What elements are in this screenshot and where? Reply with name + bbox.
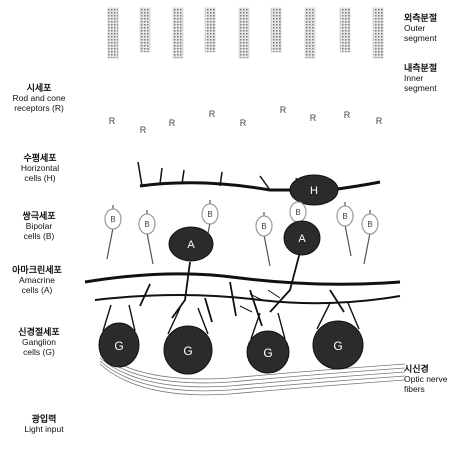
label-amacrine: 아마크린세포 Amacrine cells (A): [0, 266, 74, 296]
outer-segment-4: [205, 8, 215, 52]
outer-segment-7: [305, 8, 315, 58]
bipolar-letter-3: B: [207, 210, 212, 219]
receptor-r-6: R: [280, 105, 287, 115]
label-horizontal: 수평세포 Horizontal cells (H): [6, 154, 74, 184]
receptor-r-2: R: [140, 125, 147, 135]
outer-segment-2: [140, 8, 150, 52]
label-horizontal-en-2: cells (H): [6, 174, 74, 184]
horizontal-process-main: [140, 182, 380, 190]
label-outer-segment-en-2: segment: [404, 34, 437, 44]
outer-segment-1: [108, 8, 118, 58]
horizontal-cell-letter: H: [310, 185, 318, 197]
label-inner-segment-en-2: segment: [404, 84, 437, 94]
outer-segments: [108, 8, 383, 58]
label-bipolar: 쌍극세포 Bipolar cells (B): [6, 212, 72, 242]
receptor-r-1: R: [109, 116, 116, 126]
label-ganglion-en-2: cells (G): [4, 348, 74, 358]
ganglion-letter-2: G: [183, 344, 192, 358]
amacrine-process-lower: [95, 295, 400, 303]
label-bipolar-en-2: cells (B): [6, 232, 72, 242]
outer-segment-3: [173, 8, 183, 58]
receptor-r-3: R: [169, 118, 176, 128]
outer-segment-5: [239, 8, 249, 58]
bipolar-letter-7: B: [367, 220, 372, 229]
ganglion-letter-4: G: [333, 339, 342, 353]
outer-segment-8: [340, 8, 350, 52]
label-inner-segment: 내측분절 Inner segment: [404, 64, 437, 94]
label-light-input: 광입력 Light input: [14, 415, 74, 435]
receptor-r-5: R: [240, 118, 247, 128]
receptor-r-7: R: [310, 113, 317, 123]
receptor-r-4: R: [209, 109, 216, 119]
outer-segment-6: [271, 8, 281, 52]
ganglion-letter-1: G: [114, 339, 123, 353]
label-optic-nerve: 시신경 Optic nerve fibers: [404, 365, 447, 395]
amacrine-branches: [140, 252, 344, 326]
bipolar-letter-2: B: [144, 220, 149, 229]
amacrine-process-main: [85, 274, 400, 284]
amacrine-letter-2: A: [298, 233, 306, 245]
receptor-r-9: R: [376, 116, 383, 126]
bipolar-letter-5: B: [295, 208, 300, 217]
label-light-input-en-1: Light input: [14, 425, 74, 435]
horizontal-dendrites: [138, 162, 300, 190]
label-ganglion: 신경절세포 Ganglion cells (G): [4, 328, 74, 358]
cells: R R R R R R R R R H B B B B B B B A A G G G G: [99, 105, 383, 374]
ganglion-letter-3: G: [263, 346, 272, 360]
label-outer-segment: 외측분절 Outer segment: [404, 14, 437, 44]
label-receptors: 시세포 Rod and cone receptors (R): [2, 84, 76, 114]
amacrine-letter-1: A: [187, 239, 195, 251]
bipolar-letter-6: B: [342, 212, 347, 221]
receptor-r-8: R: [344, 110, 351, 120]
label-receptors-en-2: receptors (R): [2, 104, 76, 114]
label-optic-nerve-en-2: fibers: [404, 385, 447, 395]
bipolar-letter-4: B: [261, 222, 266, 231]
bipolar-letter-1: B: [110, 215, 115, 224]
outer-segment-9: [373, 8, 383, 58]
label-amacrine-en-2: cells (A): [0, 286, 74, 296]
neuron-processes: [85, 162, 400, 339]
